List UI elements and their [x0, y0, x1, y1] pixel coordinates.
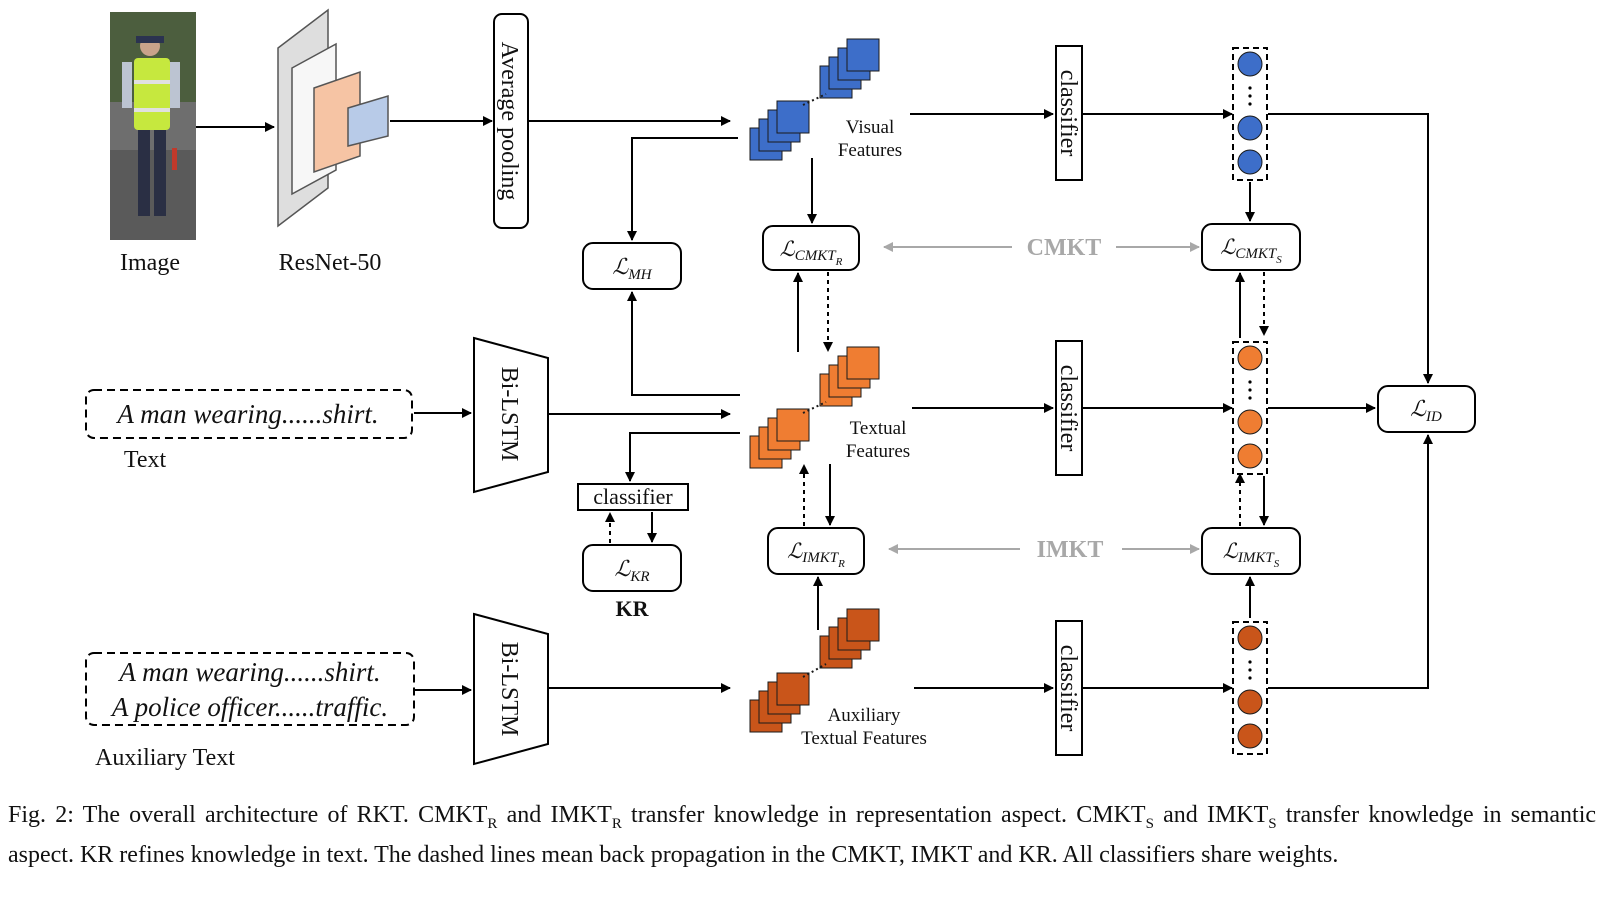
aux-sentence-2: A police officer......traffic.: [110, 692, 388, 722]
text-input-box: [85, 389, 413, 439]
svg-text:ℒID: ℒID: [1410, 396, 1442, 425]
svg-text:ℒCMKTR: ℒCMKTR: [780, 237, 843, 268]
svg-text:classifier: classifier: [1055, 365, 1081, 452]
visual-features-label-1: Visual: [846, 117, 894, 138]
prediction-dot: [1237, 115, 1263, 141]
feature-ellipsis: [802, 93, 827, 106]
loss-id: ℒID: [1377, 385, 1476, 433]
svg-text:classifier: classifier: [593, 484, 673, 509]
ellipsis-dot: [1248, 388, 1252, 392]
ellipsis-dot: [1248, 86, 1252, 90]
loss-kr: ℒKR: [582, 544, 682, 592]
prediction-dot: [1237, 689, 1263, 715]
textual-features-label-1: Textual: [850, 418, 907, 439]
prediction-box: [1232, 621, 1268, 755]
bilstm-aux: [473, 612, 549, 766]
textual-feature-stack: [749, 346, 880, 469]
prediction-dot: [1237, 345, 1263, 371]
svg-text:ℒKR: ℒKR: [614, 556, 649, 585]
svg-text:classifier: classifier: [1055, 645, 1081, 732]
bilstm-text-label: Bi-LSTM: [496, 367, 522, 462]
prediction-box: [1232, 47, 1268, 181]
feature-map-square: [846, 608, 880, 642]
kr-module-label: KR: [616, 596, 650, 621]
svg-text:ℒCMKTS: ℒCMKTS: [1220, 235, 1282, 266]
average-pooling-label: Average pooling: [496, 42, 522, 201]
aux-features-label-1: Auxiliary: [828, 705, 901, 726]
ellipsis-dot: [1248, 660, 1252, 664]
aux-sentence-1: A man wearing......shirt.: [117, 657, 380, 687]
figure-caption: Fig. 2: The overall architecture of RKT.…: [8, 802, 1597, 868]
prediction-dot: [1237, 443, 1263, 469]
imkt-module-label: IMKT: [1037, 537, 1104, 563]
prediction-dot: [1237, 625, 1263, 651]
visual-feature-stack: [749, 38, 880, 161]
aux-features-label-2: Textual Features: [801, 728, 927, 749]
textual-prediction-column: [1232, 341, 1268, 475]
feature-map-square: [846, 346, 880, 380]
visual-prediction-column: [1232, 47, 1268, 181]
text-sentence: A man wearing......shirt.: [115, 399, 378, 429]
image-label: Image: [120, 250, 180, 276]
aux-text-label: Auxiliary Text: [95, 745, 235, 771]
prediction-dot: [1237, 149, 1263, 175]
feature-map-square: [846, 38, 880, 72]
feature-ellipsis: [802, 401, 827, 414]
feature-map-square: [776, 100, 810, 134]
classifier-kr: classifier: [577, 483, 689, 511]
loss-imkt-s: ℒIMKTS: [1201, 527, 1301, 575]
svg-text:ℒMH: ℒMH: [612, 254, 652, 283]
input-image: [110, 12, 196, 240]
svg-text:classifier: classifier: [1055, 70, 1081, 157]
resnet-label: ResNet-50: [279, 250, 382, 276]
svg-text:ℒIMKTR: ℒIMKTR: [787, 539, 845, 570]
prediction-dot: [1237, 723, 1263, 749]
feature-map-square: [776, 408, 810, 442]
aux-prediction-column: [1232, 621, 1268, 755]
visual-features-label-2: Features: [838, 140, 902, 161]
ellipsis-dot: [1248, 668, 1252, 672]
loss-mh: ℒMH: [582, 242, 682, 290]
ellipsis-dot: [1248, 102, 1252, 106]
ellipsis-dot: [1248, 676, 1252, 680]
cmkt-module-label: CMKT: [1027, 235, 1102, 261]
architecture-diagram: Image ResNet-50 Average pooling A man we…: [85, 8, 1476, 771]
classifier-textual: classifier: [1055, 340, 1083, 476]
text-label: Text: [124, 447, 167, 473]
arrows: [196, 109, 1433, 695]
ellipsis-dot: [1248, 380, 1252, 384]
ellipsis-dot: [1248, 94, 1252, 98]
prediction-box: [1232, 341, 1268, 475]
aux-feature-stack: [749, 608, 880, 733]
svg-text:ℒIMKTS: ℒIMKTS: [1223, 539, 1280, 570]
classifier-visual: classifier: [1055, 45, 1083, 181]
bilstm-aux-label: Bi-LSTM: [496, 642, 522, 737]
prediction-dot: [1237, 51, 1263, 77]
classifier-aux: classifier: [1055, 620, 1083, 756]
ellipsis-dot: [1248, 396, 1252, 400]
loss-cmkt-r: ℒCMKTR: [762, 225, 860, 271]
loss-imkt-r: ℒIMKTR: [767, 527, 865, 575]
resnet-50-block: [277, 8, 389, 228]
bilstm-text: [473, 336, 549, 494]
loss-cmkt-s: ℒCMKTS: [1201, 223, 1301, 271]
textual-features-label-2: Features: [846, 441, 910, 462]
prediction-dot: [1237, 409, 1263, 435]
feature-map-square: [776, 672, 810, 706]
